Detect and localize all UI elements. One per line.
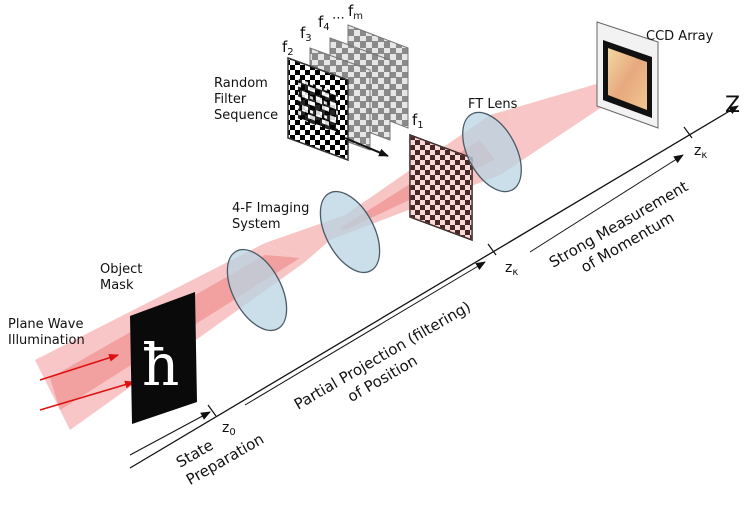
axis-label: Z — [725, 93, 740, 118]
ccd-label: CCD Array — [646, 29, 714, 44]
svg-text:⋯: ⋯ — [332, 11, 345, 26]
imaging-system-label: 4-F Imaging System — [232, 201, 309, 232]
filter-sequence-arrow — [344, 137, 389, 157]
svg-text:f4: f4 — [318, 13, 330, 33]
svg-text:f2: f2 — [282, 38, 294, 58]
svg-text:System: System — [232, 217, 280, 232]
svg-text:f3: f3 — [300, 24, 312, 44]
projection-arrow — [244, 261, 486, 406]
object-mask — [130, 292, 197, 424]
svg-text:Filter: Filter — [214, 92, 247, 107]
z0-label: z0 — [222, 420, 236, 438]
svg-text:fm: fm — [348, 2, 363, 22]
ft-lens-label: FT Lens — [468, 97, 518, 112]
f1-label: f1 — [412, 111, 424, 131]
z-axis — [129, 105, 739, 469]
filter-labels: f2 f3 f4 ⋯ fm — [282, 2, 363, 58]
svg-text:4-F Imaging: 4-F Imaging — [232, 201, 309, 216]
strong-measurement-label: Strong Measurement of Momentum — [546, 177, 691, 276]
svg-text:Illumination: Illumination — [8, 333, 85, 348]
svg-text:Plane Wave: Plane Wave — [8, 317, 83, 332]
svg-text:Random: Random — [214, 76, 268, 91]
svg-text:Sequence: Sequence — [214, 108, 278, 123]
partial-projection-label: Partial Projection (filtering) of Positi… — [291, 298, 474, 414]
svg-text:Object: Object — [100, 262, 142, 277]
active-filter-f1 — [409, 133, 473, 242]
zk-label: zκ — [505, 260, 518, 278]
random-filter-label: Random Filter Sequence — [214, 76, 278, 123]
svg-text:Mask: Mask — [100, 278, 134, 293]
imaging-lens-2 — [319, 190, 381, 274]
tick-zk — [487, 243, 497, 256]
mask-symbol: ħ — [142, 331, 179, 399]
tick-z0 — [207, 404, 217, 417]
zk2-label: zκ — [694, 143, 707, 161]
tick-zk2 — [683, 126, 693, 139]
ft-lens — [462, 111, 522, 193]
plane-wave-arrow-bottom — [39, 380, 135, 411]
plane-wave-arrow-top — [39, 353, 119, 381]
ccd-sensor — [608, 48, 647, 110]
object-mask-label: Object Mask — [100, 262, 142, 293]
filter-stack — [287, 24, 409, 162]
state-prep-arrow — [129, 411, 211, 456]
measurement-arrow — [529, 154, 684, 253]
imaging-lens-1 — [226, 248, 288, 332]
plane-wave-label: Plane Wave Illumination — [8, 317, 85, 348]
